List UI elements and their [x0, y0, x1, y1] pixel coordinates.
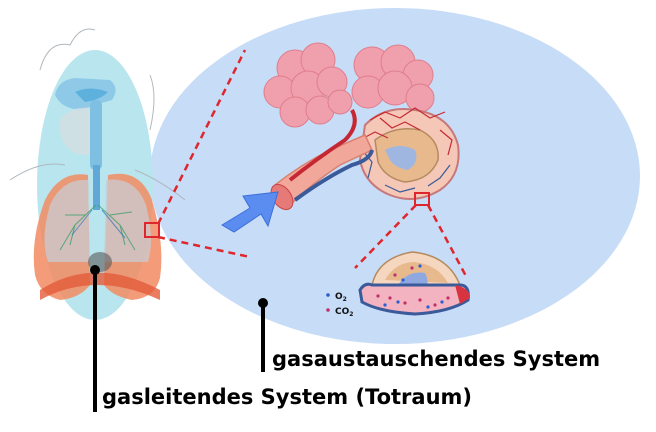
airflow-arrow: [221, 191, 279, 233]
co2-legend-label: CO2: [335, 307, 353, 318]
zoom-lines-main: [156, 49, 251, 259]
alveolar-sac: [358, 107, 460, 200]
leader-lines: [90, 265, 268, 412]
bronchiole: [270, 109, 374, 211]
head-airway: [55, 78, 116, 210]
gas-legend: O2 CO2: [326, 292, 353, 318]
co2-legend-dot: [326, 308, 330, 312]
alveoli-clusters: [263, 42, 435, 128]
body-outline: [9, 28, 186, 201]
gas-exchange-system-label: gasaustauschendes System: [272, 347, 601, 371]
o2-legend-dot: [326, 293, 330, 297]
zoom-lines-detail: [354, 204, 469, 279]
lung-zoom-marker: [144, 222, 160, 238]
lungs: [33, 173, 162, 300]
alveolus-detail: [358, 251, 470, 316]
o2-legend-label: O2: [335, 292, 347, 303]
alveolus-zoom-marker: [414, 192, 430, 206]
gas-conducting-system-label: gasleitendes System (Totraum): [102, 385, 473, 409]
